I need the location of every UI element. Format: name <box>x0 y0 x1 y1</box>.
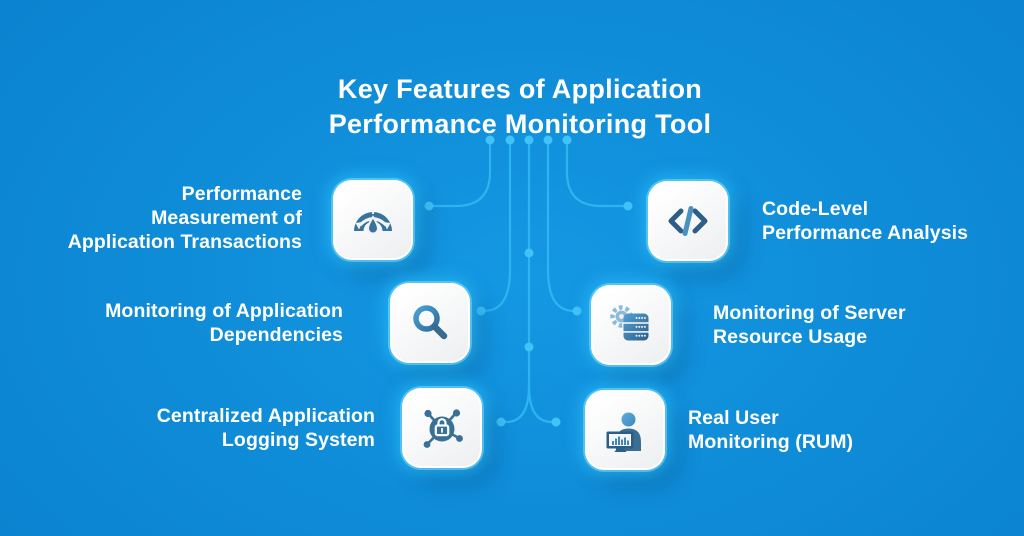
feature-label-code-level-analysis: Code-Level Performance Analysis <box>762 198 969 244</box>
feature-label-application-dependencies: Monitoring of Application Dependencies <box>105 300 343 346</box>
title-line-2: Performance Monitoring Tool <box>328 109 712 140</box>
gauge-icon <box>354 209 392 235</box>
icon-card-real-user-monitoring <box>585 390 665 470</box>
user-monitor-icon <box>606 412 641 452</box>
server-gear-icon <box>610 305 649 341</box>
icon-card-code-level-analysis <box>648 181 728 261</box>
code-icon <box>668 206 708 236</box>
feature-label-centralized-logging: Centralized Application Logging System <box>156 405 375 451</box>
connector-node-dots <box>424 135 633 427</box>
icon-card-centralized-logging <box>402 388 482 468</box>
feature-label-real-user-monitoring: Real User Monitoring (RUM) <box>688 407 854 453</box>
feature-label-performance-measurement: Performance Measurement of Application T… <box>67 183 302 253</box>
icon-card-application-dependencies <box>390 283 470 363</box>
feature-label-server-resource-usage: Monitoring of Server Resource Usage <box>713 302 906 348</box>
icon-card-server-resource-usage <box>591 285 671 365</box>
title-line-1: Key Features of Application <box>337 74 703 105</box>
magnifier-icon <box>413 305 448 340</box>
icon-card-performance-measurement <box>333 180 413 260</box>
lock-network-icon <box>423 409 463 448</box>
page-title: Key Features of Application Performance … <box>16 72 1024 142</box>
